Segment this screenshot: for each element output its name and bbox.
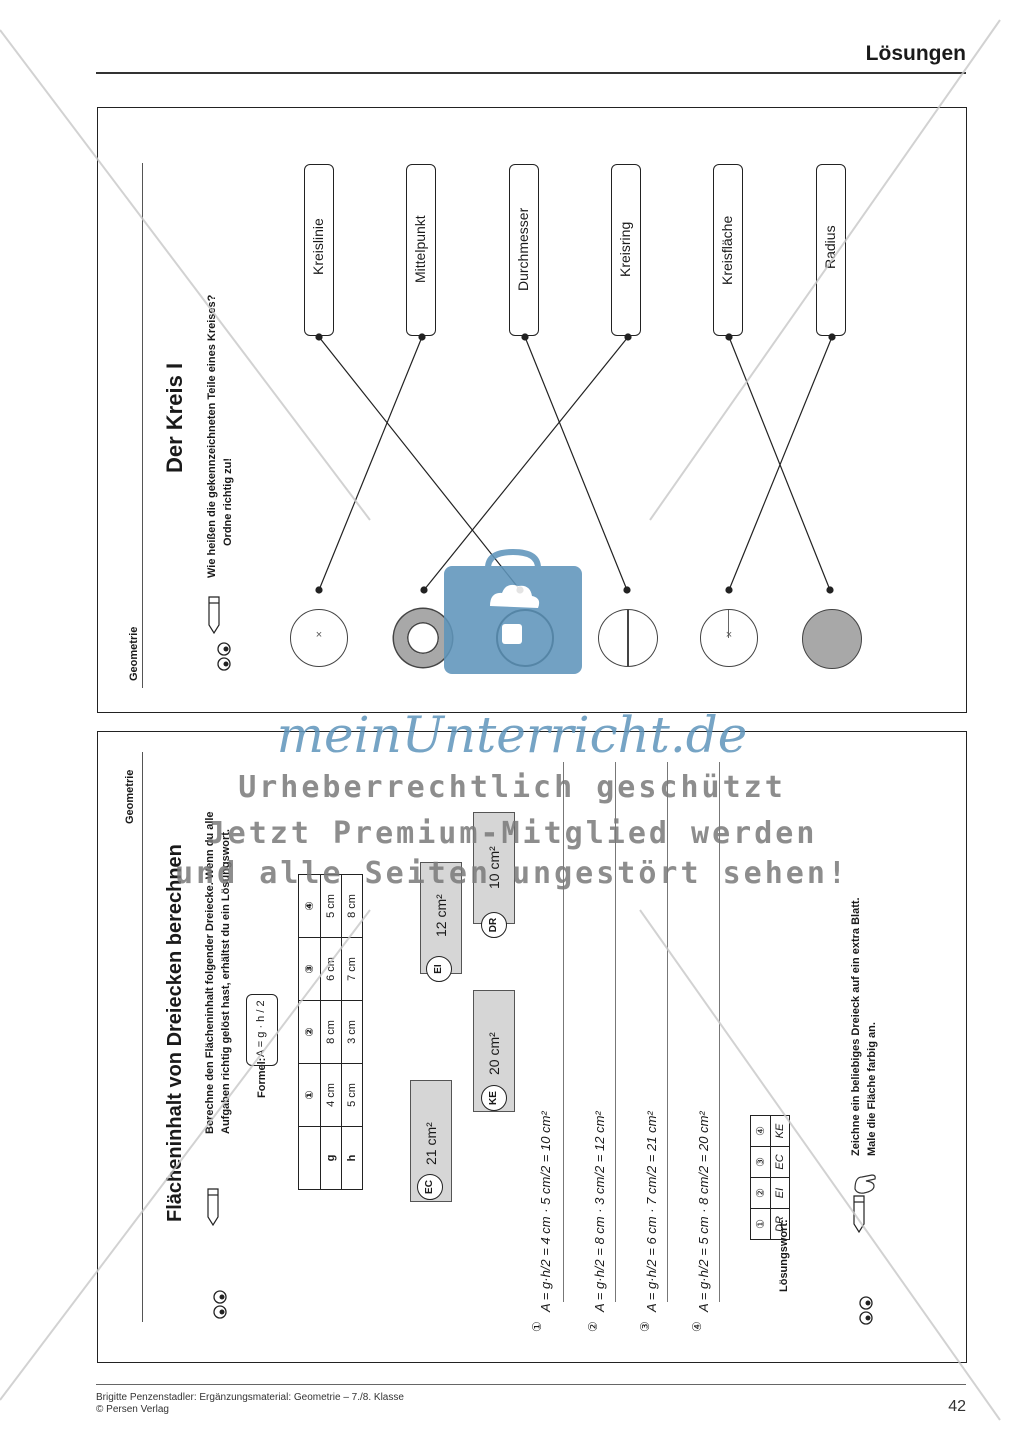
circle-filled-icon — [802, 609, 862, 669]
watermark-line-3: und alle Seiten ungestört sehen! — [175, 856, 849, 891]
page-number: 42 — [948, 1398, 966, 1415]
table-header-cell: ③ — [298, 937, 321, 1001]
label-pill-radius: Radius — [816, 164, 846, 336]
word-value-cell: EC — [770, 1146, 790, 1178]
word-value-cell: EI — [770, 1177, 790, 1209]
subject-rule — [142, 163, 143, 688]
formula-box: A = g · h / 2 — [246, 994, 278, 1066]
solution-4-num: ④ — [690, 1321, 704, 1332]
footer-line-1: Brigitte Penzenstadler: Ergänzungsmateri… — [96, 1392, 404, 1403]
table-cell: 7 cm — [341, 937, 363, 1001]
briefcase-logo-icon — [444, 548, 582, 674]
pencil-icon — [207, 1188, 219, 1227]
label-text: Kreisring — [617, 221, 633, 277]
instruction-line-1: Wie heißen die gekennzeichneten Teile ei… — [206, 294, 218, 578]
solution-1-num: ① — [530, 1321, 544, 1332]
label-pill-mittelpunkt: Mittelpunkt — [406, 164, 436, 336]
solution-line-2 — [615, 762, 616, 1302]
table-header-cell: ① — [298, 1063, 321, 1127]
table-cell: 4 cm — [320, 1063, 342, 1127]
circle-diameter-icon — [598, 609, 658, 667]
word-header-cell: ③ — [750, 1146, 771, 1178]
solution-3: A = g·h/2 = 6 cm · 7 cm/2 = 21 cm² — [644, 1111, 659, 1312]
table-cell: 8 cm — [320, 1000, 342, 1064]
watermark-logo: meinUnterricht.de — [276, 706, 748, 764]
table-cell: h — [341, 1126, 363, 1190]
tag-code-ec: EC — [417, 1174, 443, 1200]
tag-code-dr: DR — [481, 912, 507, 938]
word-value-cell: KE — [770, 1115, 790, 1147]
word-header-cell: ① — [750, 1208, 771, 1240]
table-cell: 6 cm — [320, 937, 342, 1001]
tag-value: 21 cm² — [423, 1122, 439, 1165]
solution-4: A = g·h/2 = 5 cm · 8 cm/2 = 20 cm² — [696, 1111, 711, 1312]
center-cross-icon: × — [315, 629, 323, 641]
tag-value: 12 cm² — [433, 894, 449, 937]
subject-label: Geometrie — [128, 626, 140, 681]
word-value-cell: DR — [770, 1208, 790, 1240]
pencil-icon — [853, 1195, 865, 1234]
answer-tag-ei: 12 cm² — [420, 862, 462, 974]
solution-2: A = g·h/2 = 8 cm · 3 cm/2 = 12 cm² — [592, 1111, 607, 1312]
footer-rule — [96, 1384, 966, 1385]
label-pill-kreisflaeche: Kreisfläche — [713, 164, 743, 336]
label-text: Mittelpunkt — [412, 215, 428, 283]
circle-radius-icon: × — [700, 609, 758, 667]
tag-code-ei: EI — [426, 956, 452, 982]
pencil-icon — [208, 596, 220, 635]
footer-credit: Brigitte Penzenstadler: Ergänzungsmateri… — [96, 1392, 404, 1416]
tag-code-ke: KE — [481, 1085, 507, 1111]
worksheet-title: Der Kreis I — [162, 362, 187, 473]
table-cell: g — [320, 1126, 342, 1190]
formula-text: A = g · h / 2 — [255, 1000, 267, 1057]
watermark-line-2: Jetzt Premium-Mitglied werden — [206, 816, 818, 851]
table-header-cell: ② — [298, 1000, 321, 1064]
circle-center-icon: × — [290, 609, 348, 667]
solution-2-num: ② — [586, 1321, 600, 1332]
label-pill-durchmesser: Durchmesser — [509, 164, 539, 336]
diameter-line — [627, 610, 629, 666]
label-pill-kreisring: Kreisring — [611, 164, 641, 336]
eyes-icon — [217, 642, 231, 671]
page-header-title: Lösungen — [865, 42, 966, 65]
solution-line-1 — [563, 762, 564, 1302]
solution-3-num: ③ — [638, 1321, 652, 1332]
table-cell: 5 cm — [341, 1063, 363, 1127]
solution-1: A = g·h/2 = 4 cm · 5 cm/2 = 10 cm² — [538, 1111, 553, 1312]
table-cell: 3 cm — [341, 1000, 363, 1064]
worksheet-title: Flächeninhalt von Dreiecken berechnen — [164, 844, 186, 1222]
instruction-line-2: Ordne richtig zu! — [222, 458, 234, 546]
extra-task-line-2: Male die Fläche farbig an. — [866, 1022, 878, 1156]
eyes-icon — [859, 1296, 873, 1325]
radius-line — [728, 610, 729, 638]
extra-task-line-1: Zeichne ein beliebiges Dreieck auf ein e… — [850, 897, 862, 1156]
label-text: Durchmesser — [515, 207, 531, 291]
label-text: Radius — [822, 225, 838, 269]
label-text: Kreisfläche — [719, 215, 735, 285]
watermark-line-1: Urheberrechtlich geschützt — [238, 770, 786, 805]
word-header-cell: ④ — [750, 1115, 771, 1147]
answer-tag-dr: 10 cm² — [473, 812, 515, 924]
tag-value: 20 cm² — [486, 1032, 502, 1075]
header-rule — [96, 72, 966, 74]
label-pill-kreislinie: Kreislinie — [304, 164, 334, 336]
center-cross-icon: × — [725, 629, 733, 641]
label-text: Kreislinie — [310, 218, 326, 275]
table-header-cell — [298, 1126, 321, 1190]
eyes-icon — [213, 1290, 227, 1319]
word-header-cell: ② — [750, 1177, 771, 1209]
footer-line-2: © Persen Verlag — [96, 1404, 169, 1415]
